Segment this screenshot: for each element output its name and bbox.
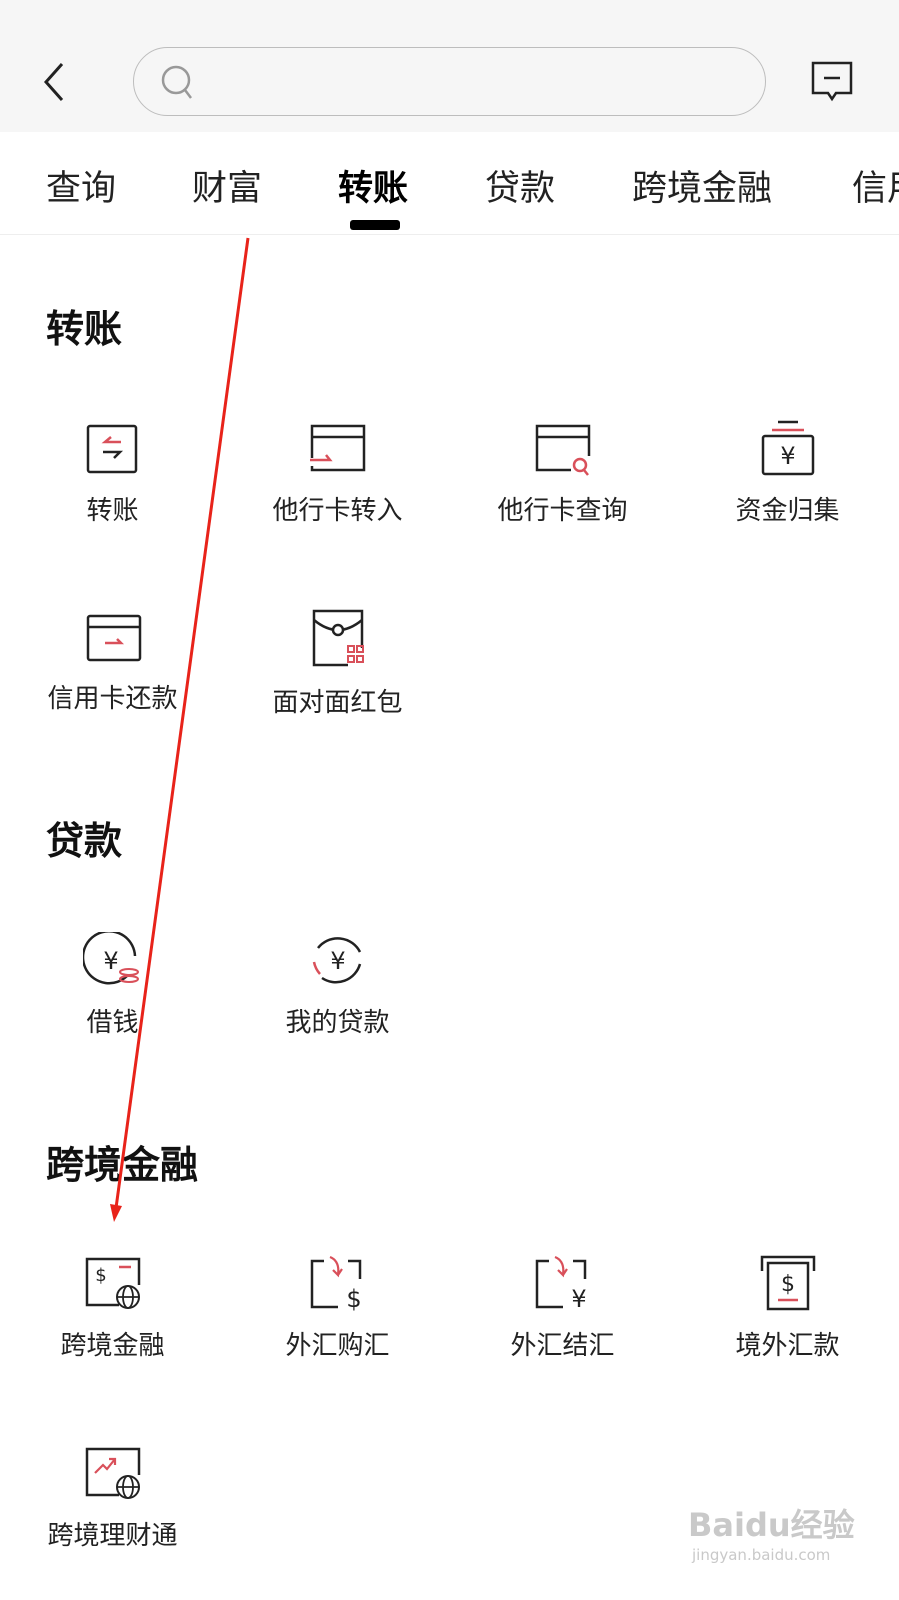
tab-loan[interactable]: 贷款 bbox=[485, 169, 556, 209]
tab-transfer[interactable]: 转账 bbox=[338, 169, 409, 209]
svg-text:¥: ¥ bbox=[780, 442, 795, 470]
active-tab-indicator bbox=[350, 220, 400, 230]
svg-text:¥: ¥ bbox=[103, 947, 118, 975]
top-bar bbox=[0, 0, 899, 132]
item-fx-settle[interactable]: ¥ 外汇结汇 bbox=[450, 1255, 675, 1362]
red-packet-icon bbox=[312, 609, 364, 667]
section-title-transfer: 转账 bbox=[46, 307, 123, 351]
overseas-remit-icon: $ bbox=[760, 1255, 815, 1311]
section-title-loan: 贷款 bbox=[46, 819, 123, 863]
back-arrow-icon[interactable] bbox=[40, 60, 70, 104]
fx-settle-icon: ¥ bbox=[535, 1255, 586, 1311]
my-loan-icon: ¥ bbox=[312, 937, 361, 984]
card-in-icon bbox=[309, 424, 365, 472]
category-tabs: 查询 财富 转账 贷款 跨境金融 信用 bbox=[0, 132, 899, 235]
item-borrow[interactable]: ¥ 借钱 bbox=[0, 932, 225, 1039]
item-transfer[interactable]: 转账 bbox=[0, 420, 225, 527]
search-icon bbox=[161, 65, 192, 99]
wealth-connect-icon bbox=[85, 1447, 140, 1499]
tab-credit[interactable]: 信用 bbox=[852, 169, 899, 209]
fx-buy-icon: $ bbox=[310, 1255, 361, 1311]
item-card-in[interactable]: 他行卡转入 bbox=[225, 420, 450, 527]
item-fx-buy[interactable]: $ 外汇购汇 bbox=[225, 1255, 450, 1362]
borrow-icon: ¥ bbox=[82, 932, 139, 985]
svg-text:$: $ bbox=[781, 1272, 795, 1297]
transfer-icon bbox=[86, 424, 137, 474]
item-cross-border[interactable]: $ 跨境金融 bbox=[0, 1255, 225, 1362]
message-icon[interactable] bbox=[810, 60, 854, 102]
card-search-icon bbox=[535, 424, 590, 476]
item-wealth-connect[interactable]: 跨境理财通 bbox=[0, 1445, 225, 1552]
tab-cross-border[interactable]: 跨境金融 bbox=[632, 169, 773, 209]
item-my-loan[interactable]: ¥ 我的贷款 bbox=[225, 932, 450, 1039]
svg-text:¥: ¥ bbox=[571, 1285, 586, 1311]
tab-query[interactable]: 查询 bbox=[46, 169, 117, 209]
tab-wealth[interactable]: 财富 bbox=[192, 169, 263, 209]
svg-text:$: $ bbox=[95, 1265, 106, 1286]
item-fund-collect[interactable]: ¥ 资金归集 bbox=[675, 420, 899, 527]
item-credit-repay[interactable]: 信用卡还款 bbox=[0, 608, 225, 715]
svg-text:$: $ bbox=[346, 1285, 361, 1311]
item-overseas-remit[interactable]: $ 境外汇款 bbox=[675, 1255, 899, 1362]
fund-collect-icon: ¥ bbox=[761, 420, 814, 476]
credit-repay-icon bbox=[86, 614, 141, 662]
svg-text:¥: ¥ bbox=[330, 947, 345, 975]
item-card-search[interactable]: 他行卡查询 bbox=[450, 420, 675, 527]
search-input[interactable] bbox=[133, 47, 766, 116]
item-red-packet[interactable]: 面对面红包 bbox=[225, 608, 450, 719]
cross-border-icon: $ bbox=[85, 1257, 140, 1309]
